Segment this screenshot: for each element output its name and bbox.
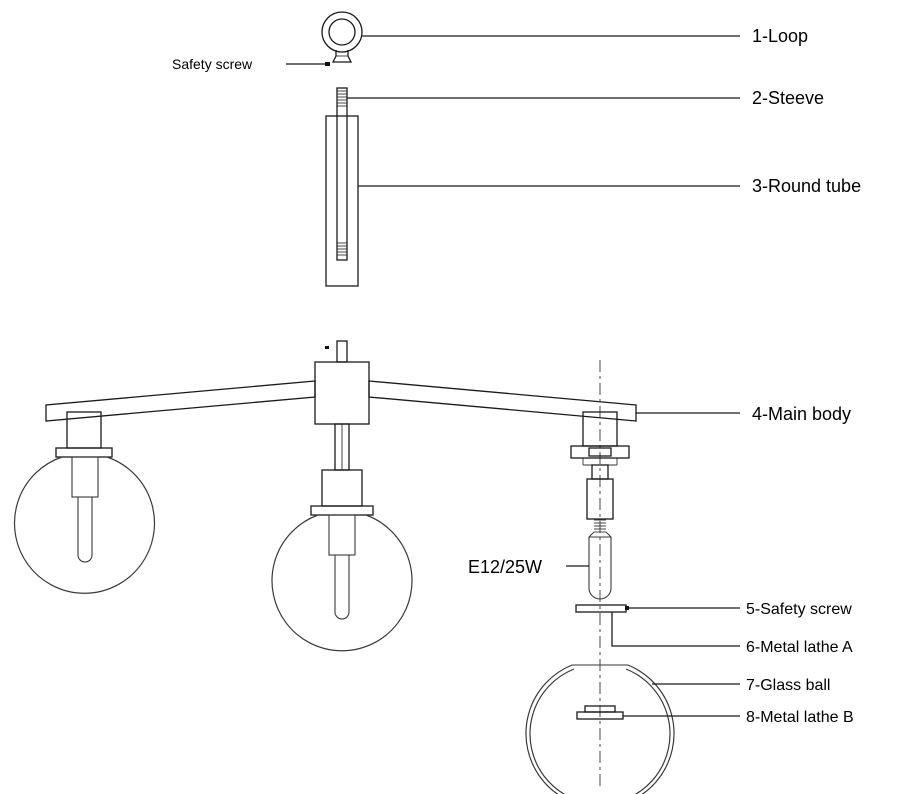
leader-metal-lathe-a: [611, 612, 740, 647]
top-safety-screw-icon: [325, 62, 330, 66]
label-steeve: 2-Steeve: [752, 88, 824, 108]
label-glass-ball: 7-Glass ball: [746, 677, 830, 694]
right-lamp-exploded: [570, 360, 630, 790]
round-tube-part: [325, 115, 359, 287]
main-body-part: [45, 340, 637, 471]
label-metal-lathe-b: 8-Metal lathe B: [746, 709, 854, 726]
steeve-part: [336, 87, 348, 261]
label-bulb-spec: E12/25W: [468, 557, 542, 577]
metal-lathe-a-part: [575, 604, 629, 613]
label-round-tube: 3-Round tube: [752, 176, 861, 196]
label-safety-screw-5: 5-Safety screw: [746, 601, 852, 618]
left-lamp: [13, 411, 156, 594]
label-metal-lathe-a: 6-Metal lathe A: [746, 639, 853, 656]
label-top-safety-screw: Safety screw: [172, 56, 253, 72]
glass-ball-part: [525, 664, 675, 794]
label-loop: 1-Loop: [752, 26, 808, 46]
label-main-body: 4-Main body: [752, 404, 851, 424]
center-lamp: [271, 469, 413, 652]
loop-part: [321, 11, 363, 63]
